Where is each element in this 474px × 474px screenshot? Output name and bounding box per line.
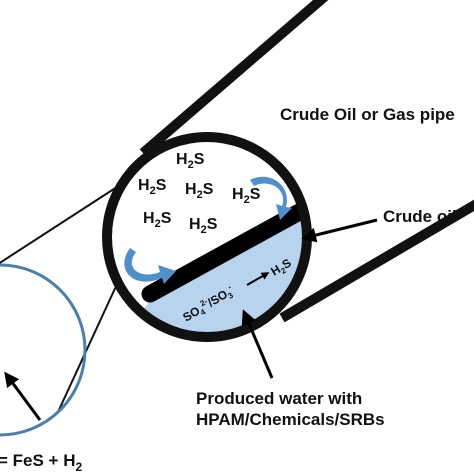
crude-oil-label: Crude oil	[383, 207, 457, 226]
svg-text:H2S: H2S	[185, 181, 214, 201]
corrosion-reaction: = FeS + H2	[0, 451, 82, 474]
h2s-label: H2S	[138, 177, 167, 197]
swirl-arrows	[124, 176, 292, 284]
h2s-label: H2S	[232, 186, 261, 206]
swirl-arrow-left	[124, 248, 176, 284]
produced-water-label-line1: Produced water with	[196, 389, 362, 408]
swirl-arrow-right	[250, 176, 292, 220]
svg-text:H2S: H2S	[176, 151, 205, 171]
pipe-top-edge	[139, 0, 329, 157]
produced-water-label-line2: HPAM/Chemicals/SRBs	[196, 410, 385, 429]
h2s-label: H2S	[185, 181, 214, 201]
pipe-body	[139, 0, 474, 323]
pipe-cross-section	[102, 132, 312, 342]
produced-water-pointer	[241, 309, 274, 379]
zoom-line-lower	[57, 281, 119, 413]
zoom-lines	[0, 184, 121, 413]
svg-text:H2S: H2S	[189, 216, 218, 236]
h2s-label: H2S	[189, 216, 218, 236]
inset-circle	[0, 263, 87, 437]
inset-arrow	[4, 371, 42, 421]
zoom-line-upper	[0, 184, 121, 264]
h2s-label: H2S	[143, 210, 172, 230]
crude-oil-pointer	[301, 218, 378, 243]
reaction-arrow	[246, 272, 270, 286]
pipe-label: Crude Oil or Gas pipe	[280, 105, 455, 124]
svg-text:H2S: H2S	[143, 210, 172, 230]
pipe-bottom-edge	[279, 199, 474, 323]
svg-text:H2S: H2S	[138, 177, 167, 197]
crude-oil-layer	[141, 201, 307, 303]
h2s-label: H2S	[176, 151, 205, 171]
svg-text:H2S: H2S	[232, 186, 261, 206]
h2s-molecules: H2S H2S H2S H2S H2S H2S	[138, 151, 261, 236]
